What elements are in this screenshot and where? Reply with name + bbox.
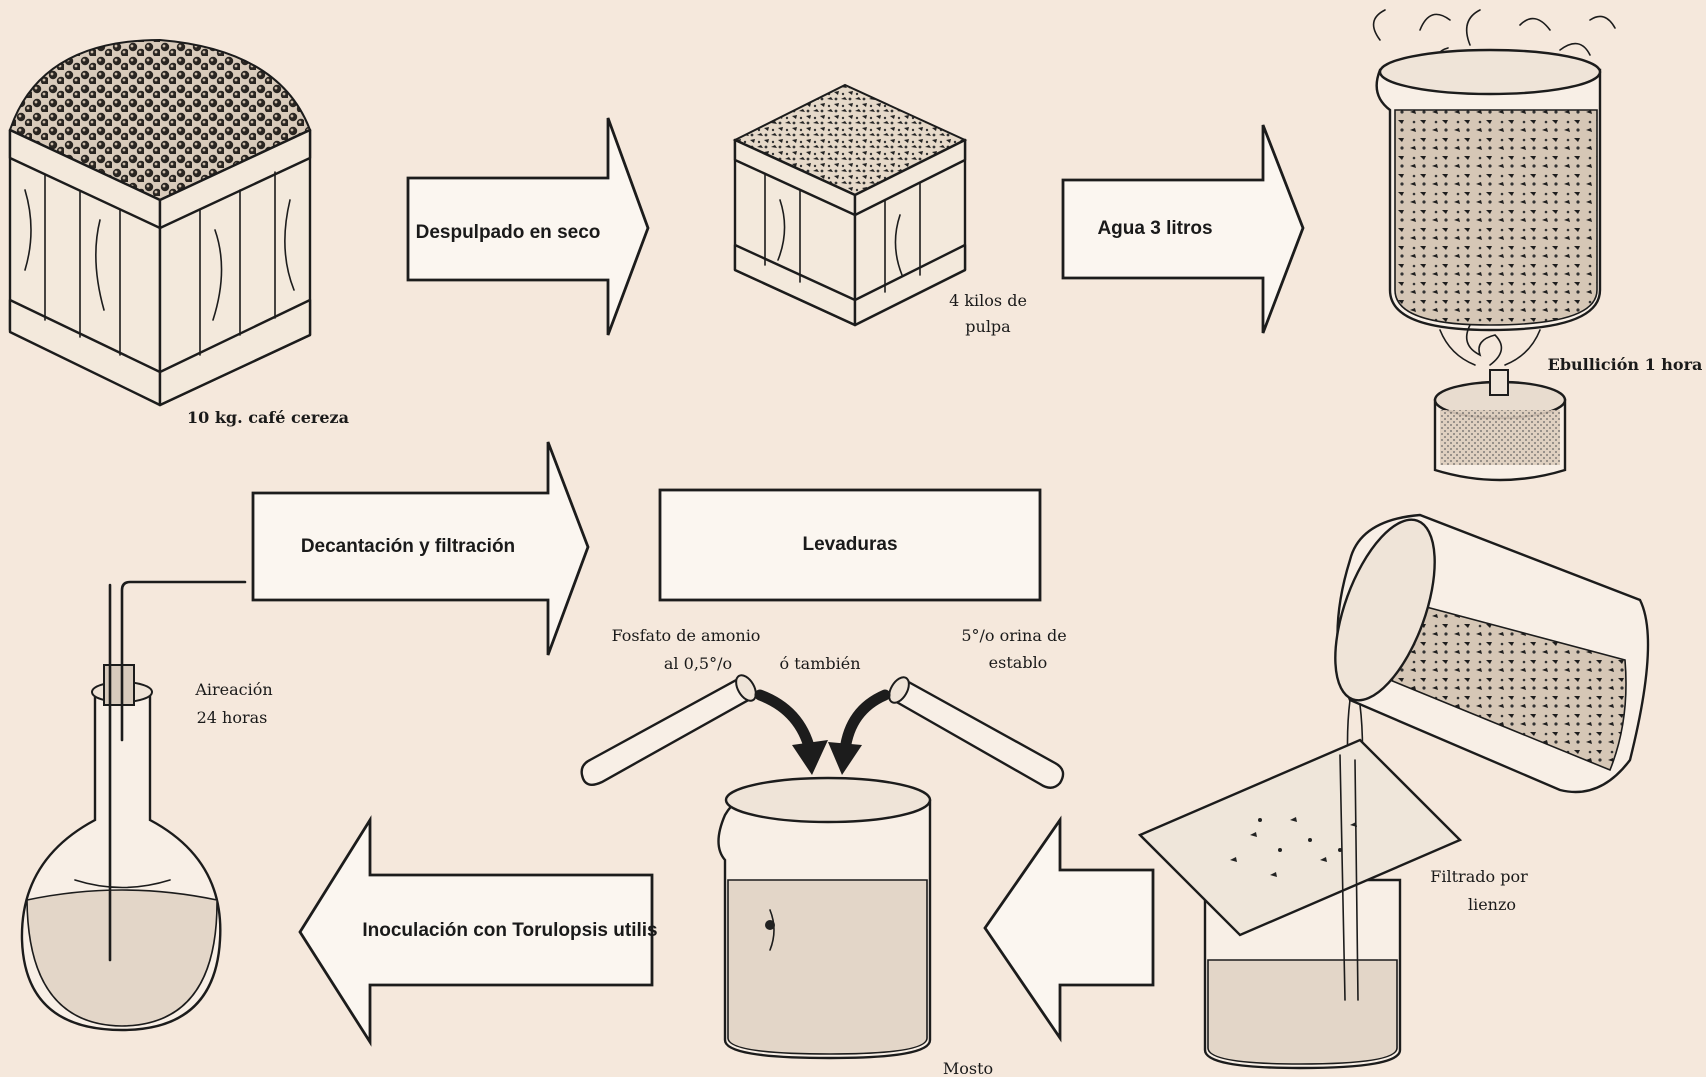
pulp-crate	[732, 83, 968, 327]
aireacion-caption-line2: 24 horas	[197, 708, 268, 727]
agua-label: Agua 3 litros	[1097, 218, 1212, 239]
pulpa-caption-line2: pulpa	[965, 317, 1011, 336]
fosfato-caption-line1: Fosfato de amonio	[612, 626, 761, 645]
arrow-inoculacion	[298, 815, 654, 1047]
coffee-cherry-crate	[8, 38, 312, 407]
filtrado-caption-line2: lienzo	[1468, 895, 1516, 914]
cafe-caption: 10 kg. café cereza	[187, 408, 349, 427]
curved-arrow-right	[828, 689, 891, 775]
arrow-despulpado	[406, 117, 650, 336]
despulpado-label: Despulpado en seco	[416, 222, 601, 243]
orina-caption-line2: establo	[989, 653, 1048, 672]
curved-arrow-left	[754, 689, 828, 775]
arrow-decantacion	[251, 441, 590, 656]
pulpa-caption-line1: 4 kilos de	[949, 291, 1027, 310]
fosfato-caption-line2: al 0,5°/o	[664, 654, 732, 673]
mosto-caption: Mosto	[943, 1059, 993, 1077]
ebullicion-caption: Ebullición 1 hora	[1548, 355, 1703, 374]
test-tube-orina	[888, 676, 1065, 789]
test-tube-fosfato	[580, 674, 757, 786]
pouring-filter-scene	[1137, 513, 1650, 1070]
aeration-flask	[20, 580, 247, 1032]
filtrado-caption-line1: Filtrado por	[1430, 867, 1528, 886]
aireacion-caption-line1: Aireación	[194, 680, 272, 699]
boiling-beaker	[1372, 9, 1616, 482]
levaduras-label: Levaduras	[802, 534, 897, 555]
must-beaker	[717, 776, 932, 1060]
orina-caption-line1: 5°/o orina de	[961, 626, 1066, 645]
o-tambien-caption: ó también	[780, 654, 861, 673]
decantacion-label: Decantación y filtración	[301, 536, 515, 557]
arrow-filtrado	[983, 815, 1155, 1043]
arrow-agua	[1061, 124, 1305, 334]
box-levaduras	[658, 488, 1042, 602]
inoculacion-label: Inoculación con Torulopsis utilis	[362, 920, 657, 941]
